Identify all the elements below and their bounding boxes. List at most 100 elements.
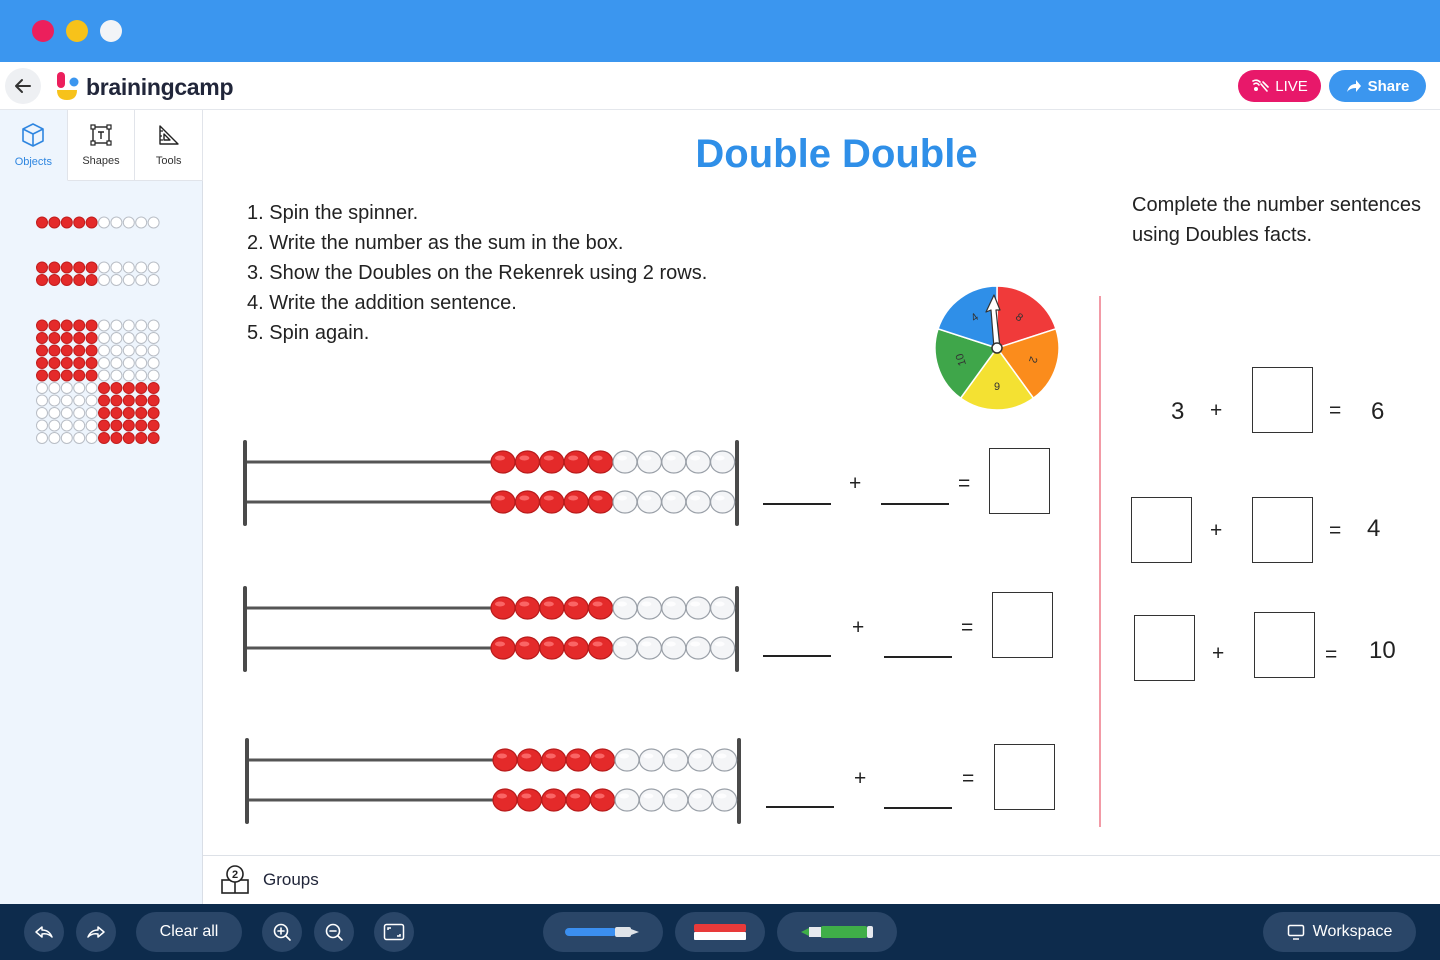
undo-button[interactable] bbox=[24, 912, 64, 952]
tab-objects[interactable]: Objects bbox=[0, 110, 68, 181]
workspace-canvas[interactable]: Double Double 1. Spin the spinner. 2. Wr… bbox=[203, 110, 1440, 855]
bead[interactable] bbox=[588, 636, 614, 660]
bead[interactable] bbox=[710, 636, 736, 660]
addend-blank[interactable] bbox=[884, 656, 952, 658]
bead[interactable] bbox=[612, 490, 638, 514]
bead[interactable] bbox=[663, 748, 689, 772]
bead[interactable] bbox=[539, 596, 565, 620]
bead[interactable] bbox=[588, 596, 614, 620]
bead[interactable] bbox=[685, 450, 711, 474]
bead[interactable] bbox=[612, 450, 638, 474]
bead[interactable] bbox=[563, 490, 589, 514]
groups-bar[interactable]: 2 Groups bbox=[203, 855, 1440, 904]
bead[interactable] bbox=[588, 490, 614, 514]
bead[interactable] bbox=[636, 450, 662, 474]
bead[interactable] bbox=[685, 490, 711, 514]
window-minimize-dot[interactable] bbox=[66, 20, 88, 42]
addend-blank[interactable] bbox=[763, 503, 831, 505]
sum-box[interactable] bbox=[989, 448, 1050, 514]
bead[interactable] bbox=[490, 596, 516, 620]
live-button[interactable]: LIVE bbox=[1238, 70, 1321, 102]
addend-box[interactable] bbox=[1252, 367, 1313, 433]
bead[interactable] bbox=[710, 596, 736, 620]
bead[interactable] bbox=[490, 450, 516, 474]
bead[interactable] bbox=[516, 788, 542, 812]
blue-marker-button[interactable] bbox=[543, 912, 663, 952]
back-button[interactable] bbox=[5, 68, 41, 104]
rekenrek[interactable] bbox=[243, 440, 743, 526]
bead[interactable] bbox=[685, 596, 711, 620]
bead[interactable] bbox=[614, 748, 640, 772]
zoom-in-button[interactable] bbox=[262, 912, 302, 952]
bead[interactable] bbox=[685, 636, 711, 660]
bead[interactable] bbox=[687, 748, 713, 772]
rekenrek[interactable] bbox=[245, 738, 745, 824]
bead[interactable] bbox=[663, 788, 689, 812]
bead[interactable] bbox=[661, 636, 687, 660]
bead[interactable] bbox=[492, 788, 518, 812]
bead[interactable] bbox=[514, 450, 540, 474]
bead[interactable] bbox=[514, 636, 540, 660]
tab-shapes[interactable]: Shapes bbox=[67, 110, 136, 181]
window-close-dot[interactable] bbox=[32, 20, 54, 42]
eraser-button[interactable] bbox=[675, 912, 765, 952]
workspace-button[interactable]: Workspace bbox=[1263, 912, 1416, 952]
sum-box[interactable] bbox=[992, 592, 1053, 658]
bead[interactable] bbox=[661, 490, 687, 514]
bead[interactable] bbox=[563, 636, 589, 660]
bead[interactable] bbox=[614, 788, 640, 812]
bead[interactable] bbox=[636, 596, 662, 620]
bead[interactable] bbox=[490, 490, 516, 514]
addend-box[interactable] bbox=[1254, 612, 1315, 678]
bead[interactable] bbox=[563, 596, 589, 620]
bead[interactable] bbox=[539, 636, 565, 660]
addend-blank[interactable] bbox=[763, 655, 831, 657]
bead[interactable] bbox=[541, 788, 567, 812]
addend-box[interactable] bbox=[1131, 497, 1192, 563]
sum-box[interactable] bbox=[994, 744, 1055, 810]
fit-screen-button[interactable] bbox=[374, 912, 414, 952]
rekenrek-1-row-object[interactable] bbox=[36, 216, 166, 230]
bead[interactable] bbox=[638, 748, 664, 772]
bead[interactable] bbox=[661, 596, 687, 620]
addend-blank[interactable] bbox=[766, 806, 834, 808]
bead[interactable] bbox=[710, 450, 736, 474]
redo-button[interactable] bbox=[76, 912, 116, 952]
rekenrek-2-rows-object[interactable] bbox=[36, 261, 166, 288]
clear-all-button[interactable]: Clear all bbox=[136, 912, 242, 952]
bead[interactable] bbox=[712, 788, 738, 812]
addend-box[interactable] bbox=[1252, 497, 1313, 563]
bead[interactable] bbox=[712, 748, 738, 772]
bead[interactable] bbox=[514, 596, 540, 620]
bead[interactable] bbox=[612, 596, 638, 620]
bead[interactable] bbox=[612, 636, 638, 660]
bead[interactable] bbox=[687, 788, 713, 812]
bead[interactable] bbox=[565, 788, 591, 812]
rekenrek-10-rows-object[interactable] bbox=[36, 319, 166, 447]
window-maximize-dot[interactable] bbox=[100, 20, 122, 42]
tab-tools[interactable]: Tools bbox=[135, 110, 204, 181]
addend-box[interactable] bbox=[1134, 615, 1195, 681]
bead[interactable] bbox=[636, 636, 662, 660]
bead[interactable] bbox=[638, 788, 664, 812]
zoom-out-button[interactable] bbox=[314, 912, 354, 952]
bead[interactable] bbox=[539, 490, 565, 514]
bead[interactable] bbox=[541, 748, 567, 772]
addend-blank[interactable] bbox=[884, 807, 952, 809]
rekenrek[interactable] bbox=[243, 586, 743, 672]
bead[interactable] bbox=[710, 490, 736, 514]
share-button[interactable]: Share bbox=[1329, 70, 1426, 102]
green-highlighter-button[interactable] bbox=[777, 912, 897, 952]
bead[interactable] bbox=[588, 450, 614, 474]
bead[interactable] bbox=[490, 636, 516, 660]
bead[interactable] bbox=[661, 450, 687, 474]
bead[interactable] bbox=[590, 788, 616, 812]
addend-blank[interactable] bbox=[881, 503, 949, 505]
bead[interactable] bbox=[590, 748, 616, 772]
bead[interactable] bbox=[636, 490, 662, 514]
bead[interactable] bbox=[492, 748, 518, 772]
spinner-arrow[interactable] bbox=[985, 294, 1001, 349]
bead[interactable] bbox=[514, 490, 540, 514]
bead[interactable] bbox=[563, 450, 589, 474]
